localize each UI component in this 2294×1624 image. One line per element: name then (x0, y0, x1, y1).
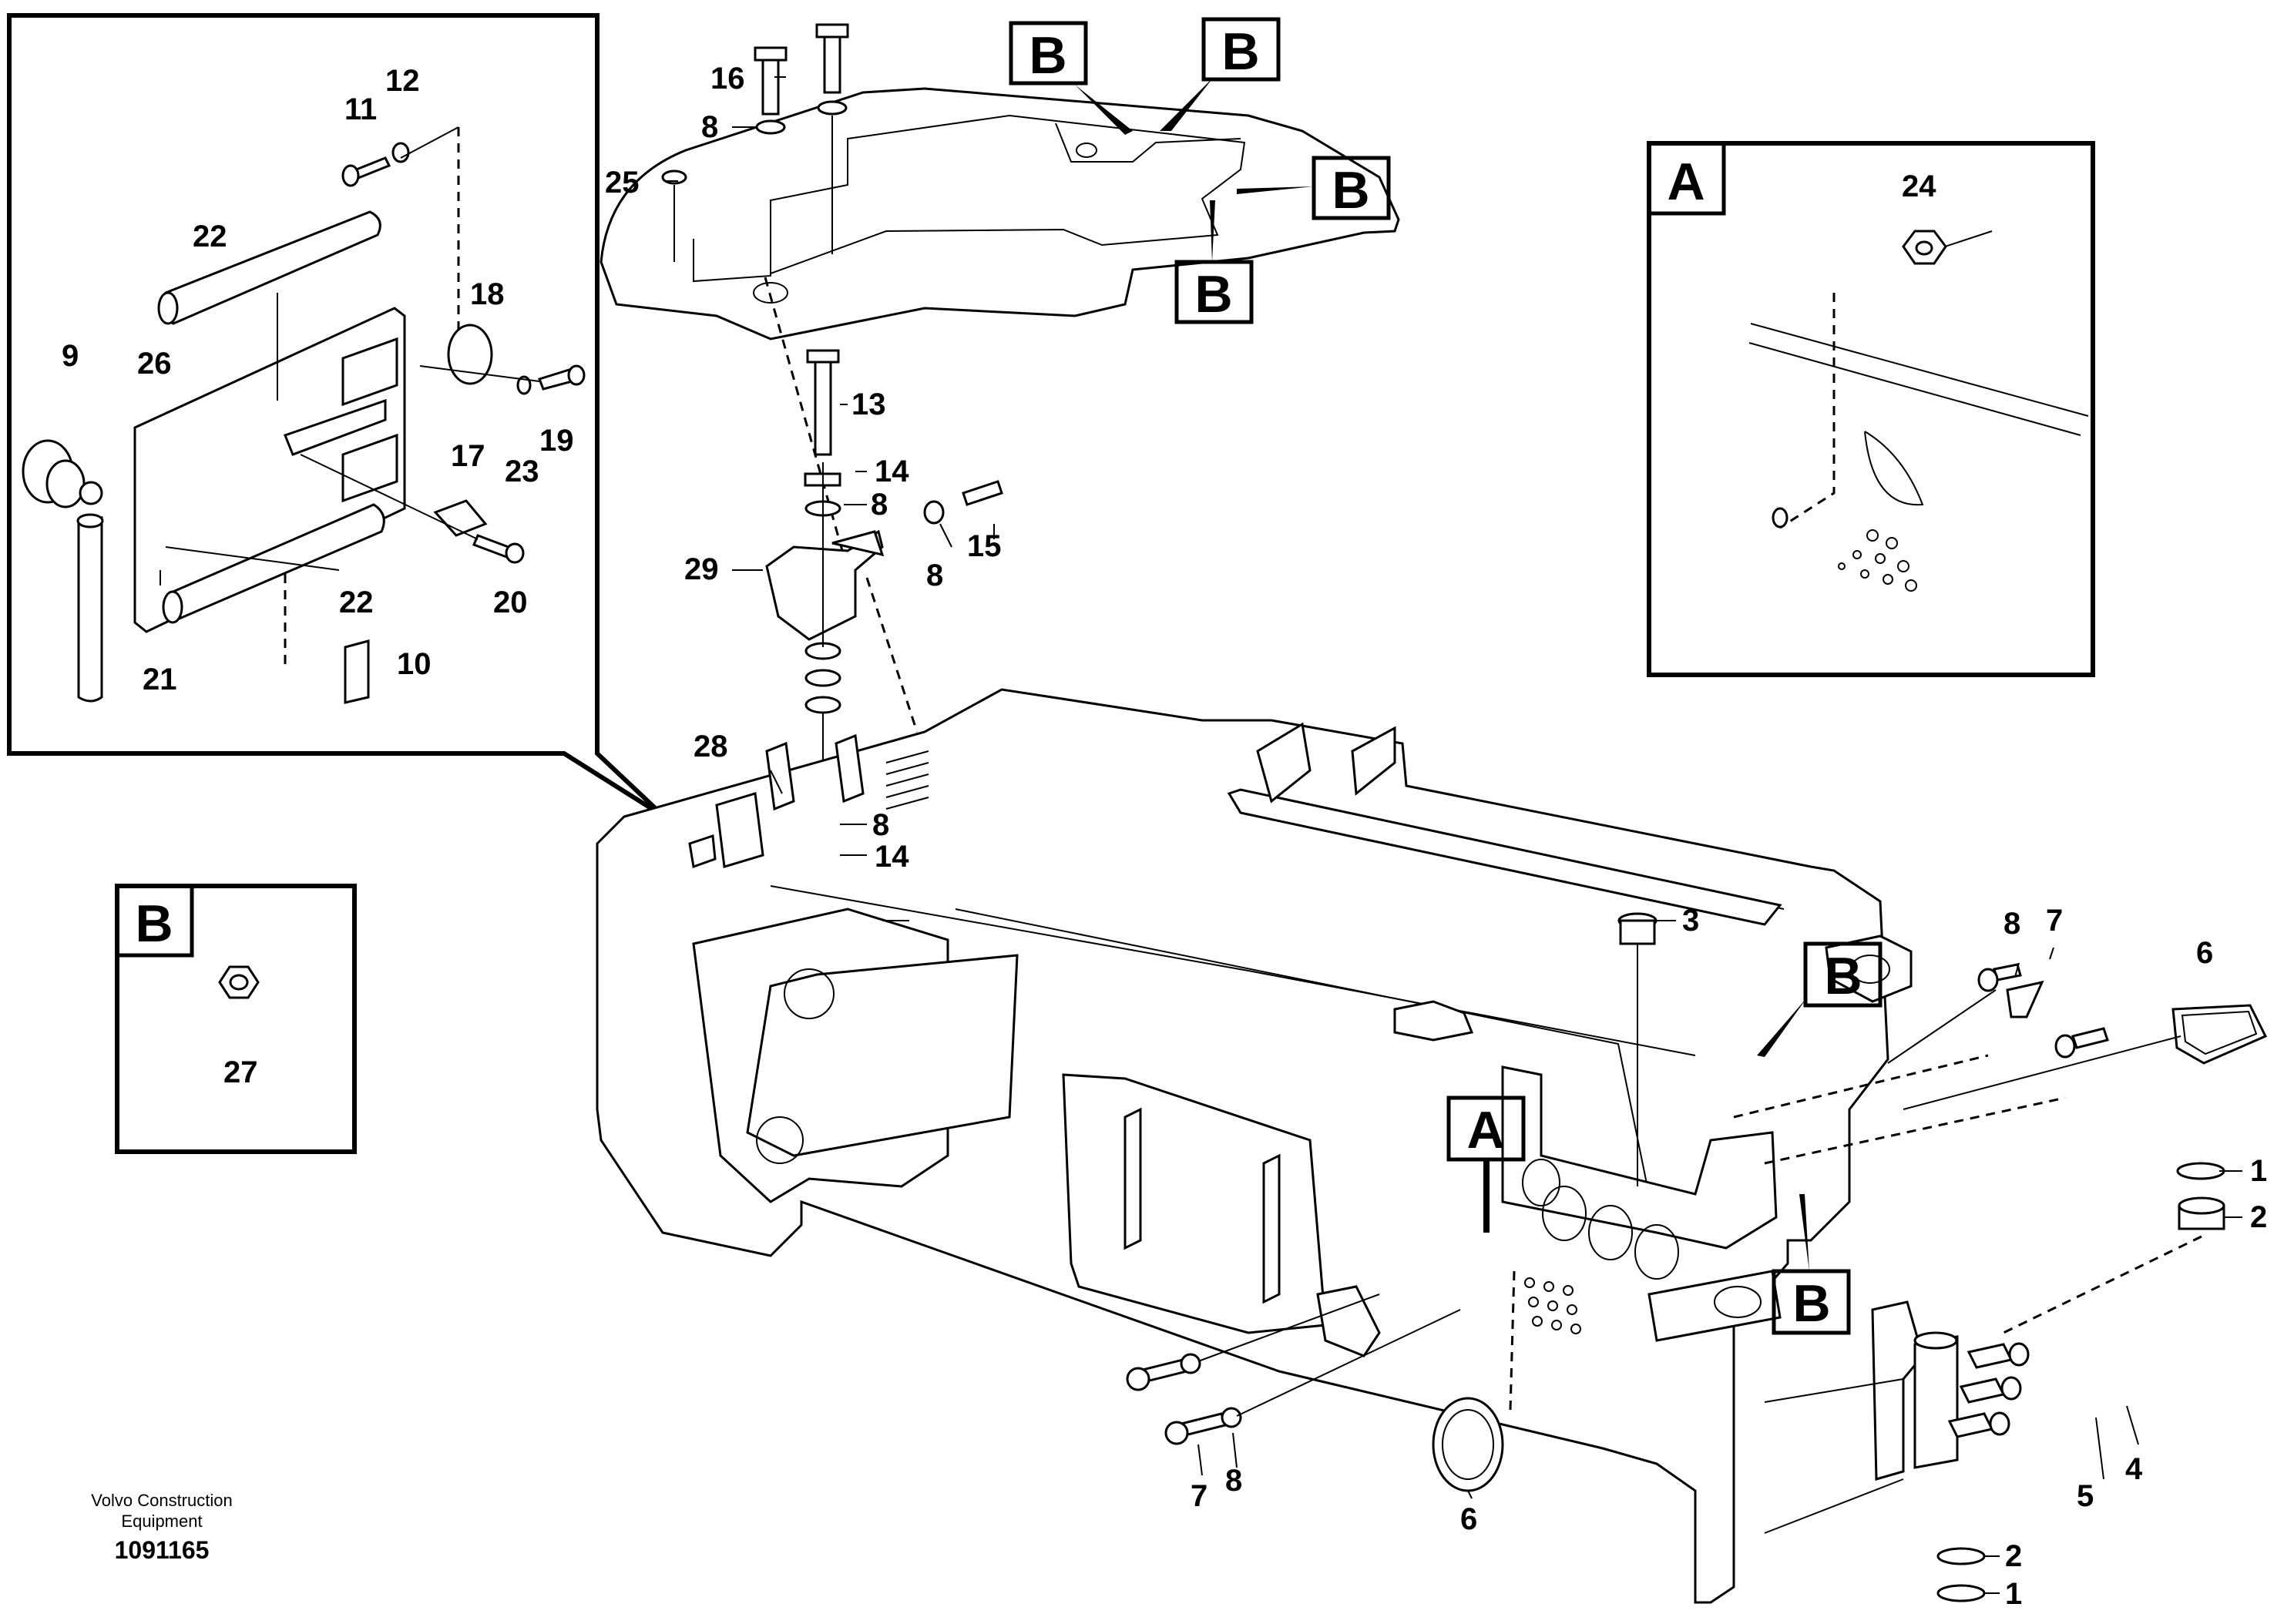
callout-26: 26 (137, 347, 172, 381)
callout-9: 9 (62, 339, 79, 373)
callout-4: 4 (2125, 1452, 2143, 1486)
callout-8: 8 (871, 488, 888, 522)
callout-2: 2 (2005, 1539, 2022, 1573)
callout-24: 24 (1902, 169, 1936, 203)
callout-5: 5 (2077, 1479, 2094, 1513)
callouts: 16 8 25 13 14 8 15 8 29 28 8 14 3 8 7 6 … (62, 62, 2267, 1611)
plate-fasteners (661, 23, 849, 262)
detail-b-label: B (135, 894, 173, 953)
callout-22: 22 (193, 220, 227, 253)
callout-29: 29 (684, 552, 719, 586)
callout-1: 1 (2250, 1154, 2267, 1188)
callout-18: 18 (470, 277, 505, 311)
callout-17: 17 (451, 439, 485, 473)
callout-6: 6 (2196, 936, 2213, 970)
company-name-line1: Volvo Construction (91, 1491, 232, 1510)
front-fasteners (1126, 1270, 1516, 1492)
view-tags: B B B B B B A (1009, 17, 1883, 1335)
callout-19: 19 (539, 424, 574, 458)
tag-b-5: B (1824, 947, 1862, 1005)
callout-28: 28 (694, 730, 728, 763)
company-name-line2: Equipment (121, 1512, 202, 1531)
rear-fasteners (1617, 912, 2268, 1602)
callout-1: 1 (2005, 1577, 2022, 1611)
callout-11: 11 (344, 92, 377, 126)
callout-7: 7 (1191, 1479, 1207, 1513)
callout-27: 27 (223, 1055, 258, 1089)
callout-25: 25 (605, 166, 640, 200)
callout-10: 10 (397, 647, 432, 681)
detail-a-label: A (1667, 153, 1705, 211)
main-frame (596, 688, 1959, 1604)
tag-b-3: B (1332, 161, 1369, 220)
tag-b-6: B (1792, 1274, 1830, 1333)
callout-13: 13 (851, 388, 886, 421)
leader-lines (664, 76, 2242, 1594)
callout-8: 8 (1225, 1464, 1242, 1498)
callout-21: 21 (143, 663, 177, 696)
callout-3: 3 (1682, 904, 1699, 938)
callout-8: 8 (872, 808, 889, 842)
callout-8: 8 (701, 110, 718, 144)
callout-23: 23 (505, 455, 539, 488)
callout-14: 14 (875, 455, 909, 488)
callout-22: 22 (339, 586, 374, 619)
callout-12: 12 (385, 64, 420, 98)
top-cover-plate (600, 87, 1400, 598)
footer: Volvo Construction Equipment 1091165 (91, 1491, 232, 1564)
callout-8: 8 (926, 559, 943, 592)
callout-14: 14 (875, 840, 909, 874)
callout-7: 7 (2046, 904, 2063, 938)
tag-a-1: A (1466, 1101, 1504, 1159)
detail-b-box: B (115, 884, 357, 1154)
tag-b-1: B (1029, 26, 1066, 85)
callout-16: 16 (710, 62, 745, 96)
callout-6: 6 (1460, 1502, 1477, 1536)
tag-b-4: B (1194, 265, 1232, 324)
callout-8: 8 (2003, 907, 2020, 941)
detail-a-box: A (1647, 141, 2095, 677)
callout-15: 15 (967, 529, 1002, 563)
tag-b-2: B (1221, 22, 1259, 81)
callout-20: 20 (493, 586, 528, 619)
frame-hinge (688, 733, 929, 869)
inset-detail-parts (22, 126, 586, 704)
callout-2: 2 (2250, 1200, 2267, 1234)
document-number: 1091165 (115, 1536, 210, 1564)
